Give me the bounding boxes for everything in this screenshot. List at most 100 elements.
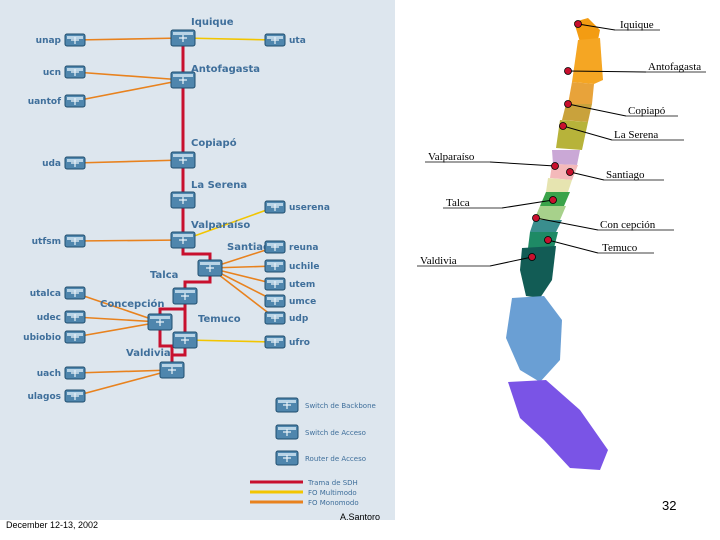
node-label-ufro: ufro <box>289 338 310 348</box>
access-switch-reuna-arrows <box>271 244 279 251</box>
map-region-6 <box>552 150 580 165</box>
map-region-2 <box>572 38 603 84</box>
node-label-utalca: utalca <box>30 289 61 299</box>
map-label-con-cepcion: Con cepción <box>600 219 656 231</box>
access-switch-uta-arrows <box>271 37 279 44</box>
city-marker-talca <box>549 196 557 204</box>
legend-label-trama-de-sdh: Trama de SDH <box>307 479 358 487</box>
node-label-uchile: uchile <box>289 262 319 272</box>
backbone-label-la-serena: La Serena <box>191 180 247 191</box>
map-region-15 <box>508 380 608 470</box>
leader-line-talca <box>501 199 554 209</box>
legend-label-switch-de-acceso: Switch de Acceso <box>305 429 366 437</box>
page-number: 32 <box>662 498 677 513</box>
city-marker-con-cepcion <box>532 214 540 222</box>
access-switch-uach <box>64 366 86 380</box>
map-label-iquique: Iquique <box>620 19 654 31</box>
legend-label-switch-de-backbone: Switch de Backbone <box>305 402 376 410</box>
legend-icon-switch-de-acceso-arrows <box>283 429 291 436</box>
map-region-3 <box>568 82 594 104</box>
backbone-switch-antofagasta-top <box>173 74 193 77</box>
fo-link <box>74 37 184 41</box>
backbone-switch-copiapo-top <box>173 154 193 157</box>
node-label-reuna: reuna <box>289 243 318 253</box>
backbone-switch-valdivia-arrows <box>168 367 176 374</box>
access-switch-udec-arrows <box>71 314 79 321</box>
access-switch-ubiobio-arrows <box>71 334 79 341</box>
backbone-switch-talca-top <box>175 290 195 293</box>
access-switch-ulagos <box>64 389 86 403</box>
leader-line-la-serena <box>562 125 613 141</box>
city-marker-valparaiso <box>551 162 559 170</box>
access-switch-userena <box>264 200 286 214</box>
fo-link <box>182 37 276 41</box>
legend-icon-switch-de-acceso-top <box>278 427 296 430</box>
access-switch-utalca <box>64 286 86 300</box>
backbone-switch-santiago <box>197 259 223 277</box>
fo-link <box>184 339 276 343</box>
city-marker-temuco <box>544 236 552 244</box>
fo-link <box>74 159 184 164</box>
access-switch-ufro-arrows <box>271 339 279 346</box>
node-label-uda: uda <box>42 159 61 169</box>
backbone-label-valdivia: Valdivia <box>126 348 171 359</box>
map-region-8 <box>546 178 572 192</box>
map-region-14 <box>506 296 562 382</box>
legend-label-fo-multimodo: FO Multimodo <box>308 489 357 497</box>
node-label-utfsm: utfsm <box>32 237 61 247</box>
access-switch-unap <box>64 33 86 47</box>
map-label-copiapo: Copiapó <box>628 105 666 117</box>
fo-link <box>182 206 276 241</box>
access-switch-udp-arrows <box>271 315 279 322</box>
backbone-switch-valparaiso <box>170 231 196 249</box>
map-label-temuco: Temuco <box>602 242 638 254</box>
node-label-utem: utem <box>289 280 315 290</box>
map-label-la-serena: La Serena <box>614 129 658 141</box>
backbone-switch-copiapo <box>170 151 196 169</box>
backbone-switch-copiapo-arrows <box>179 157 187 164</box>
backbone-switch-concepcion <box>147 313 173 331</box>
footer-date: December 12-13, 2002 <box>6 520 99 530</box>
access-switch-userena-arrows <box>271 204 279 211</box>
node-label-udp: udp <box>289 314 309 324</box>
backbone-switch-talca <box>172 287 198 305</box>
map-region-10 <box>534 206 566 220</box>
leader-line-valparaiso <box>489 161 556 167</box>
legend-icon-router-de-acceso-top <box>278 453 296 456</box>
legend-icon-switch-de-backbone-arrows <box>283 402 291 409</box>
leader-line-temuco <box>547 239 599 254</box>
legend-icon-router-de-acceso-arrows <box>283 455 291 462</box>
backbone-switch-iquique-top <box>173 32 193 35</box>
node-label-userena: userena <box>289 203 330 213</box>
backbone-switch-temuco-top <box>175 334 195 337</box>
access-switch-ulagos-arrows <box>71 393 79 400</box>
access-switch-uach-arrows <box>71 370 79 377</box>
access-switch-ufro <box>264 335 286 349</box>
city-marker-la-serena <box>559 122 567 130</box>
map-region-13 <box>520 246 556 298</box>
fo-link <box>74 79 184 102</box>
backbone-switch-concepcion-arrows <box>156 319 164 326</box>
access-switch-uta <box>264 33 286 47</box>
map-region-4 <box>562 104 592 122</box>
access-switch-uda <box>64 156 86 170</box>
backbone-label-concepcion: Concepción <box>100 298 165 310</box>
legend-label-fo-monomodo: FO Monomodo <box>308 499 359 507</box>
backbone-switch-valparaiso-top <box>173 234 193 237</box>
backbone-switch-la-serena-arrows <box>179 197 187 204</box>
access-switch-umce-arrows <box>271 298 279 305</box>
backbone-switch-antofagasta <box>170 71 196 89</box>
map-region-11 <box>530 220 562 232</box>
backbone-label-valparaiso: Valparaíso <box>191 219 250 231</box>
leader-line-copiapo <box>567 103 627 117</box>
backbone-switch-talca-arrows <box>181 293 189 300</box>
fo-link <box>74 71 184 81</box>
access-switch-uda-arrows <box>71 160 79 167</box>
backbone-label-talca: Talca <box>150 270 178 281</box>
leader-line-con-cepcion <box>535 217 599 231</box>
node-label-ucn: ucn <box>43 68 61 78</box>
access-switch-utalca-arrows <box>71 290 79 297</box>
